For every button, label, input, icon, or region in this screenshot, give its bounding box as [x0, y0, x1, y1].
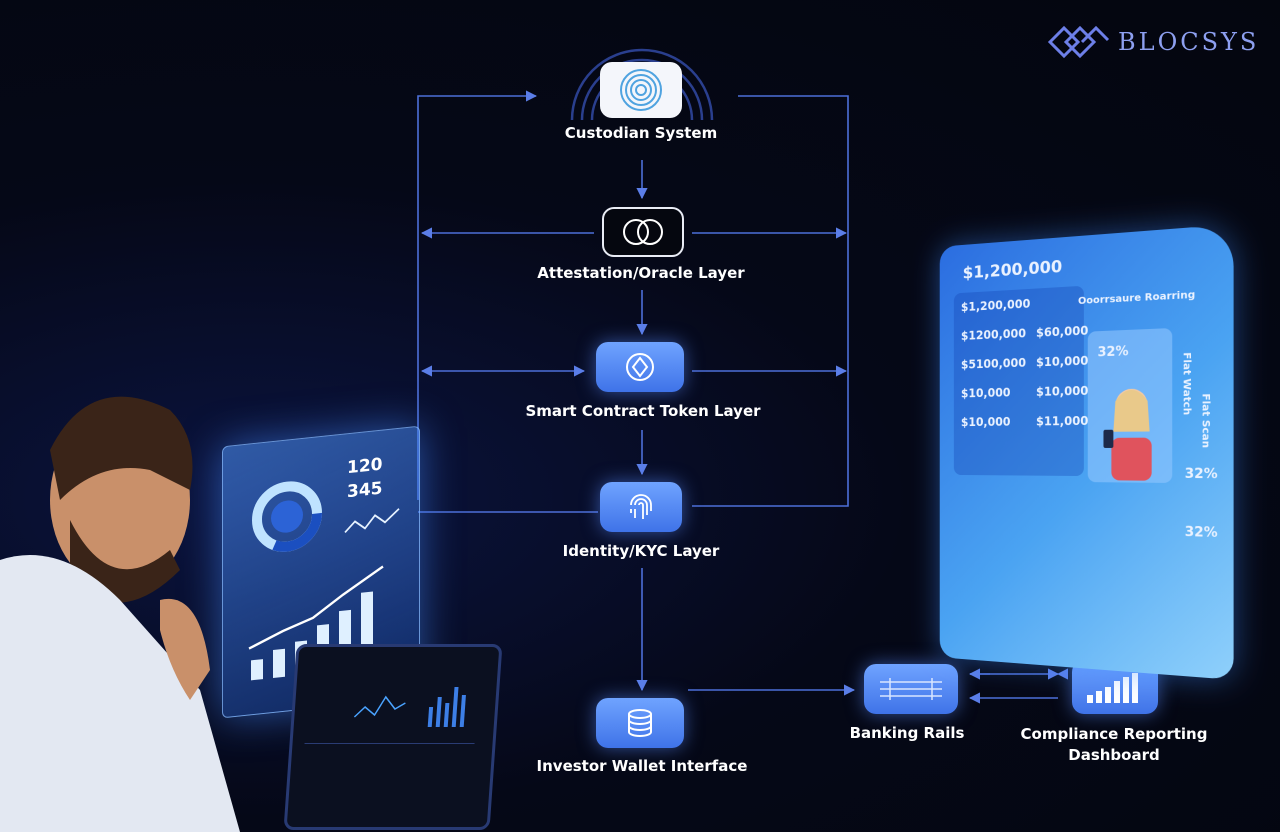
user-card-percent: 32%: [1098, 344, 1129, 360]
dashboard-headline: $1,200,000: [963, 257, 1062, 283]
identity-node[interactable]: [600, 482, 682, 532]
bar-chart-icon: [1083, 669, 1147, 705]
spiral-vault-icon: [618, 67, 664, 113]
value2-row-2: $10,000: [1036, 354, 1088, 370]
laptop-screen: [283, 644, 502, 830]
percent-2: 32%: [1185, 467, 1218, 483]
side-label-2: Flat Watch: [1181, 352, 1193, 415]
attestation-label: Attestation/Oracle Layer: [537, 264, 744, 282]
side-label-3: Flat Scan: [1199, 393, 1211, 448]
curved-dashboard-display: $1,200,000 $1,200,000 $1200,000 $5100,00…: [940, 224, 1234, 680]
compliance-label: Compliance Reporting Dashboard: [1014, 724, 1214, 766]
sparkline-icon: [343, 502, 403, 538]
value2-row-3: $10,000: [1036, 384, 1088, 399]
values-card: [954, 286, 1084, 476]
interlocking-rings-icon: [619, 217, 667, 247]
token-diamond-icon: [624, 351, 656, 383]
value-row-2: $1200,000: [961, 326, 1026, 342]
user-card: 32%: [1088, 328, 1172, 483]
wallet-label: Investor Wallet Interface: [537, 757, 748, 775]
coin-stack-icon: [623, 707, 657, 739]
custodian-node[interactable]: [600, 62, 682, 118]
value-row-3: $5100,000: [961, 356, 1026, 372]
panel-number-1: 120: [347, 455, 383, 479]
screen-table: [300, 743, 475, 814]
smart-contract-node[interactable]: [596, 342, 684, 392]
screen-charts-icon: [303, 667, 488, 737]
smart-contract-label: Smart Contract Token Layer: [525, 402, 760, 420]
rails-icon: [876, 676, 946, 702]
banking-node[interactable]: [864, 664, 958, 714]
value2-row-1: $60,000: [1036, 324, 1088, 340]
woman-with-phone-avatar: [1101, 378, 1161, 481]
percent-3: 32%: [1185, 525, 1218, 542]
panel-number-2: 345: [347, 479, 383, 503]
fingerprint-icon: [626, 491, 656, 523]
side-label-1: Ooorrsaure Roarring: [1078, 290, 1195, 308]
wallet-node[interactable]: [596, 698, 684, 748]
value-row-5: $10,000: [961, 415, 1011, 429]
custodian-label: Custodian System: [565, 124, 717, 142]
attestation-node[interactable]: [602, 207, 684, 257]
banking-label: Banking Rails: [850, 724, 965, 742]
analyst-figure: [0, 370, 300, 832]
identity-label: Identity/KYC Layer: [563, 542, 720, 560]
value-row-4: $10,000: [961, 386, 1011, 401]
value2-row-4: $11,000: [1036, 414, 1088, 428]
